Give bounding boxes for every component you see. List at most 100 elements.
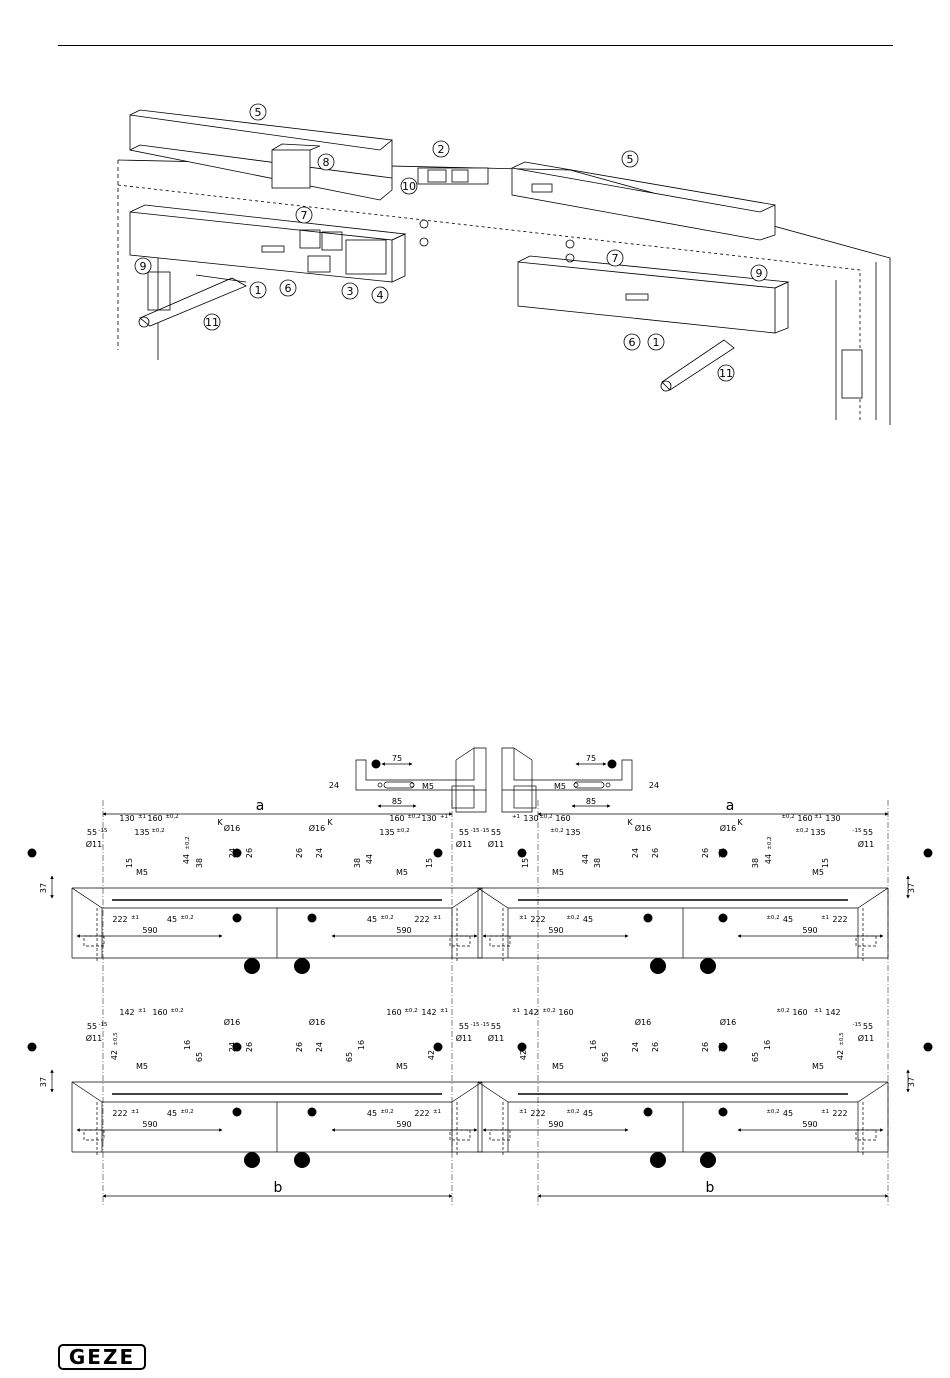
dim-222: 222 bbox=[832, 915, 847, 924]
callout-number: 5 bbox=[255, 106, 262, 119]
tol: ±0,2 bbox=[539, 814, 552, 820]
marker-a-label: A bbox=[720, 1044, 725, 1052]
tol: ±0,2 bbox=[781, 814, 794, 820]
dim-16-r: 16 bbox=[357, 1040, 366, 1050]
tol: ±0,2 bbox=[795, 828, 808, 834]
marker-b-label: B bbox=[374, 761, 379, 769]
marker-c-r-label: C bbox=[520, 850, 525, 858]
dim-b: b bbox=[274, 1180, 283, 1196]
dim-130: 130 bbox=[119, 814, 134, 823]
dim-38-r: 38 bbox=[353, 858, 362, 868]
leaf-1 bbox=[244, 1152, 260, 1168]
dim-dia11: Ø11 bbox=[86, 839, 102, 849]
dim-44-r: 44 bbox=[365, 854, 374, 864]
dim-55-r: 55 bbox=[491, 1022, 501, 1031]
dim-dia16-r: Ø16 bbox=[635, 1017, 651, 1027]
dim-160: 160 bbox=[152, 1008, 167, 1017]
tol: +1 bbox=[512, 814, 520, 820]
leaf-2 bbox=[294, 1152, 310, 1168]
dim-130-r: 130 bbox=[421, 814, 436, 823]
marker-b-2-label: B bbox=[646, 915, 651, 923]
marker-b-2 bbox=[307, 913, 317, 923]
dim-65: 65 bbox=[751, 1052, 760, 1062]
callout-number: 9 bbox=[140, 260, 147, 273]
tol: ±0,2 bbox=[776, 1008, 789, 1014]
dim-26-r: 26 bbox=[651, 848, 660, 858]
marker-a bbox=[232, 848, 242, 858]
leaf-2 bbox=[294, 958, 310, 974]
dim-222-r: 222 bbox=[414, 915, 429, 924]
dim-45-r: 45 bbox=[583, 1109, 593, 1118]
dim-15: 15 bbox=[125, 858, 134, 868]
tol: ±1 bbox=[821, 915, 829, 921]
m5-label: M5 bbox=[812, 1062, 824, 1071]
tol: ±0,2 bbox=[766, 915, 779, 921]
dim-dia16: Ø16 bbox=[224, 823, 240, 833]
tol: ±0,5 bbox=[839, 1032, 845, 1046]
tol: ±0,2 bbox=[380, 915, 393, 921]
tol: +1 bbox=[440, 814, 448, 820]
tol: ±0,2 bbox=[396, 828, 409, 834]
dim-135-r: 135 bbox=[379, 828, 394, 837]
dim-38-r: 38 bbox=[593, 858, 602, 868]
dim-75: 75 bbox=[392, 754, 402, 763]
tol: ±1 bbox=[433, 915, 441, 921]
marker-a bbox=[232, 1042, 242, 1052]
tol: ±0,2 bbox=[151, 828, 164, 834]
marker-b-2 bbox=[643, 913, 653, 923]
marker-c-r bbox=[433, 1042, 443, 1052]
dim-45-r: 45 bbox=[367, 1109, 377, 1118]
callout-2: 2 bbox=[432, 140, 450, 158]
dim-55: 55 bbox=[87, 828, 97, 837]
callout-6: 6 bbox=[623, 333, 641, 351]
dim-85: 85 bbox=[586, 797, 596, 806]
dim-45: 45 bbox=[783, 915, 793, 924]
dim-26: 26 bbox=[701, 1042, 710, 1052]
callout-number: 6 bbox=[629, 336, 636, 349]
dim-15-r: 15 bbox=[521, 858, 530, 868]
marker-b bbox=[718, 1107, 728, 1117]
dim-24: 24 bbox=[329, 781, 339, 790]
marker-c bbox=[923, 1042, 933, 1052]
tol: ±1 bbox=[138, 1008, 146, 1014]
dim-160: 160 bbox=[147, 814, 162, 823]
dim-dia11-r: Ø11 bbox=[456, 1033, 472, 1043]
dim-24-r: 24 bbox=[631, 848, 640, 858]
callout-number: 4 bbox=[377, 289, 384, 302]
tol: ±0,2 bbox=[767, 836, 773, 849]
dim-160-r: 160 bbox=[558, 1008, 573, 1017]
marker-a-label: A bbox=[234, 850, 239, 858]
m5-label: M5 bbox=[812, 868, 824, 877]
callout-5: 5 bbox=[621, 150, 639, 168]
marker-c bbox=[923, 848, 933, 858]
dim-222: 222 bbox=[832, 1109, 847, 1118]
dim-dia16-r: Ø16 bbox=[309, 1017, 325, 1027]
tol: ±1 bbox=[440, 1008, 448, 1014]
marker-c bbox=[27, 848, 37, 858]
dim-dia11: Ø11 bbox=[858, 839, 874, 849]
dim-37: 37 bbox=[907, 1077, 916, 1087]
dim-24-r: 24 bbox=[315, 848, 324, 858]
dim-85: 85 bbox=[392, 797, 402, 806]
dim-135: 135 bbox=[810, 828, 825, 837]
dim-55: 55 bbox=[863, 1022, 873, 1031]
marker-a bbox=[718, 848, 728, 858]
tol: ±0,2 bbox=[404, 1008, 417, 1014]
tol: ±1 bbox=[519, 915, 527, 921]
callout-7: 7 bbox=[606, 249, 624, 267]
callout-8: 8 bbox=[317, 153, 335, 171]
callout-9: 9 bbox=[750, 264, 768, 282]
marker-b bbox=[371, 759, 381, 769]
dim-dia11-r: Ø11 bbox=[488, 839, 504, 849]
dim-55-r: 55 bbox=[491, 828, 501, 837]
dim-222: 222 bbox=[112, 1109, 127, 1118]
dim-15-r: 15 bbox=[425, 858, 434, 868]
callout-number: 3 bbox=[347, 285, 354, 298]
marker-c-r-label: C bbox=[520, 1044, 525, 1052]
tol: -15 bbox=[471, 828, 480, 834]
dim-26: 26 bbox=[245, 848, 254, 858]
